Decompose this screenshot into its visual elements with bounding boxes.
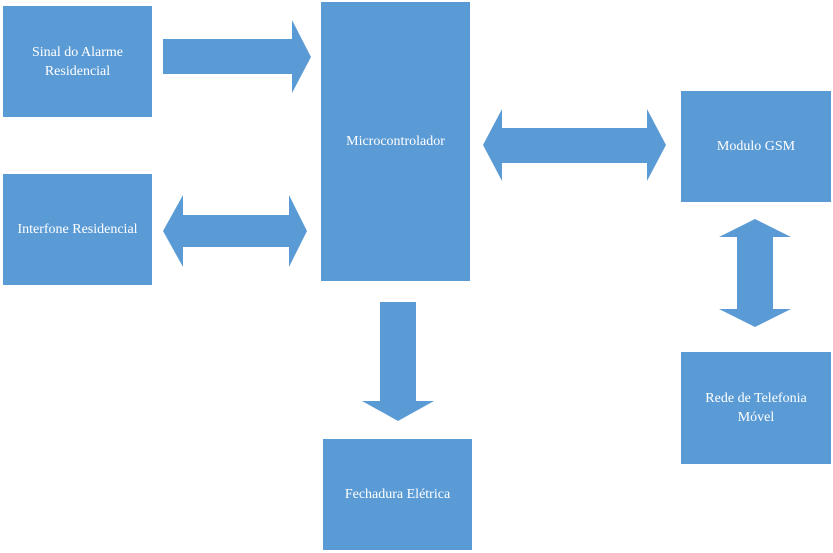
node-rede-label: Rede de Telefonia Móvel [705,391,807,425]
arrow-gsm-rede [719,219,791,327]
arrow-alarme-to-microcontrolador [163,20,311,93]
arrow-microcontrolador-gsm [483,109,666,181]
node-alarme-label: Sinal do Alarme Residencial [32,44,123,79]
node-microcontrolador-label: Microcontrolador [346,134,445,149]
node-microcontrolador: Microcontrolador [321,2,470,281]
node-gsm-label: Modulo GSM [716,139,796,154]
node-fechadura: Fechadura Elétrica [323,439,472,550]
arrow-interfone-microcontrolador [163,195,307,267]
arrow-microcontrolador-to-fechadura [362,302,434,421]
node-fechadura-label: Fechadura Elétrica [344,487,451,502]
node-interfone-label: Interfone Residencial [17,222,138,237]
node-gsm: Modulo GSM [681,91,831,202]
node-rede: Rede de Telefonia Móvel [681,352,831,464]
node-interfone: Interfone Residencial [3,174,152,285]
node-alarme: Sinal do Alarme Residencial [3,6,152,117]
